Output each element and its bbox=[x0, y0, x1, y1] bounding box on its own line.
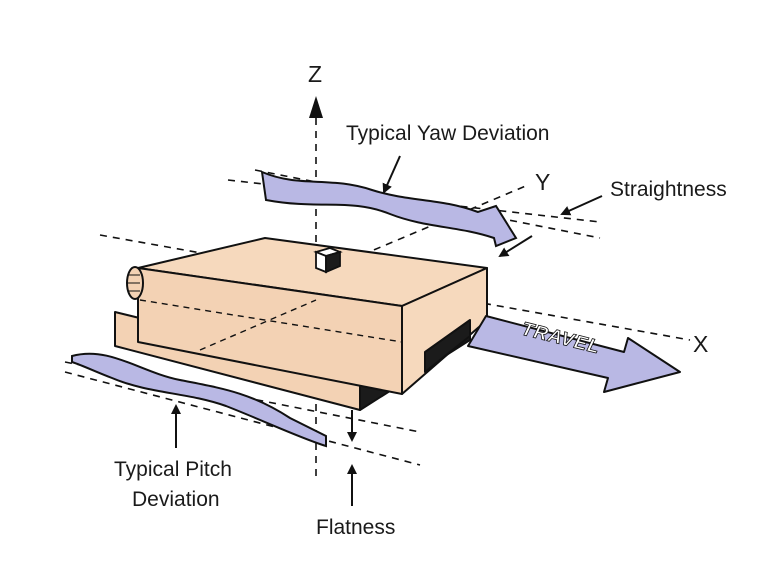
pitch-deviation-label-line2: Deviation bbox=[132, 488, 220, 511]
carriage-dashed-lines bbox=[139, 299, 403, 351]
z-axis-label: Z bbox=[308, 61, 322, 87]
stage-carriage bbox=[126, 237, 488, 395]
mount-block bbox=[313, 247, 343, 274]
flatness-label: Flatness bbox=[316, 516, 395, 539]
yaw-pointer bbox=[382, 155, 401, 194]
straightness-pointer-lower bbox=[498, 235, 533, 258]
y-axis-label: Y bbox=[535, 169, 550, 195]
pitch-deviation-wave bbox=[71, 352, 327, 448]
lower-guide-line bbox=[64, 361, 421, 433]
travel-arrow: TRAVEL bbox=[467, 315, 681, 393]
yaw-deviation-wave bbox=[260, 170, 518, 248]
pointer-arrows bbox=[171, 155, 603, 506]
lower-guide-line-2 bbox=[64, 371, 421, 466]
straightness-label: Straightness bbox=[610, 178, 727, 201]
yaw-deviation-label: Typical Yaw Deviation bbox=[346, 122, 550, 145]
x-axis-label: X bbox=[693, 331, 708, 357]
pitch-deviation-label-line1: Typical Pitch bbox=[114, 458, 232, 481]
travel-arrow-shape bbox=[467, 315, 681, 393]
z-axis-arrowhead bbox=[309, 96, 323, 118]
straightness-pointer bbox=[560, 195, 603, 216]
carriage-side-slot bbox=[424, 319, 471, 373]
